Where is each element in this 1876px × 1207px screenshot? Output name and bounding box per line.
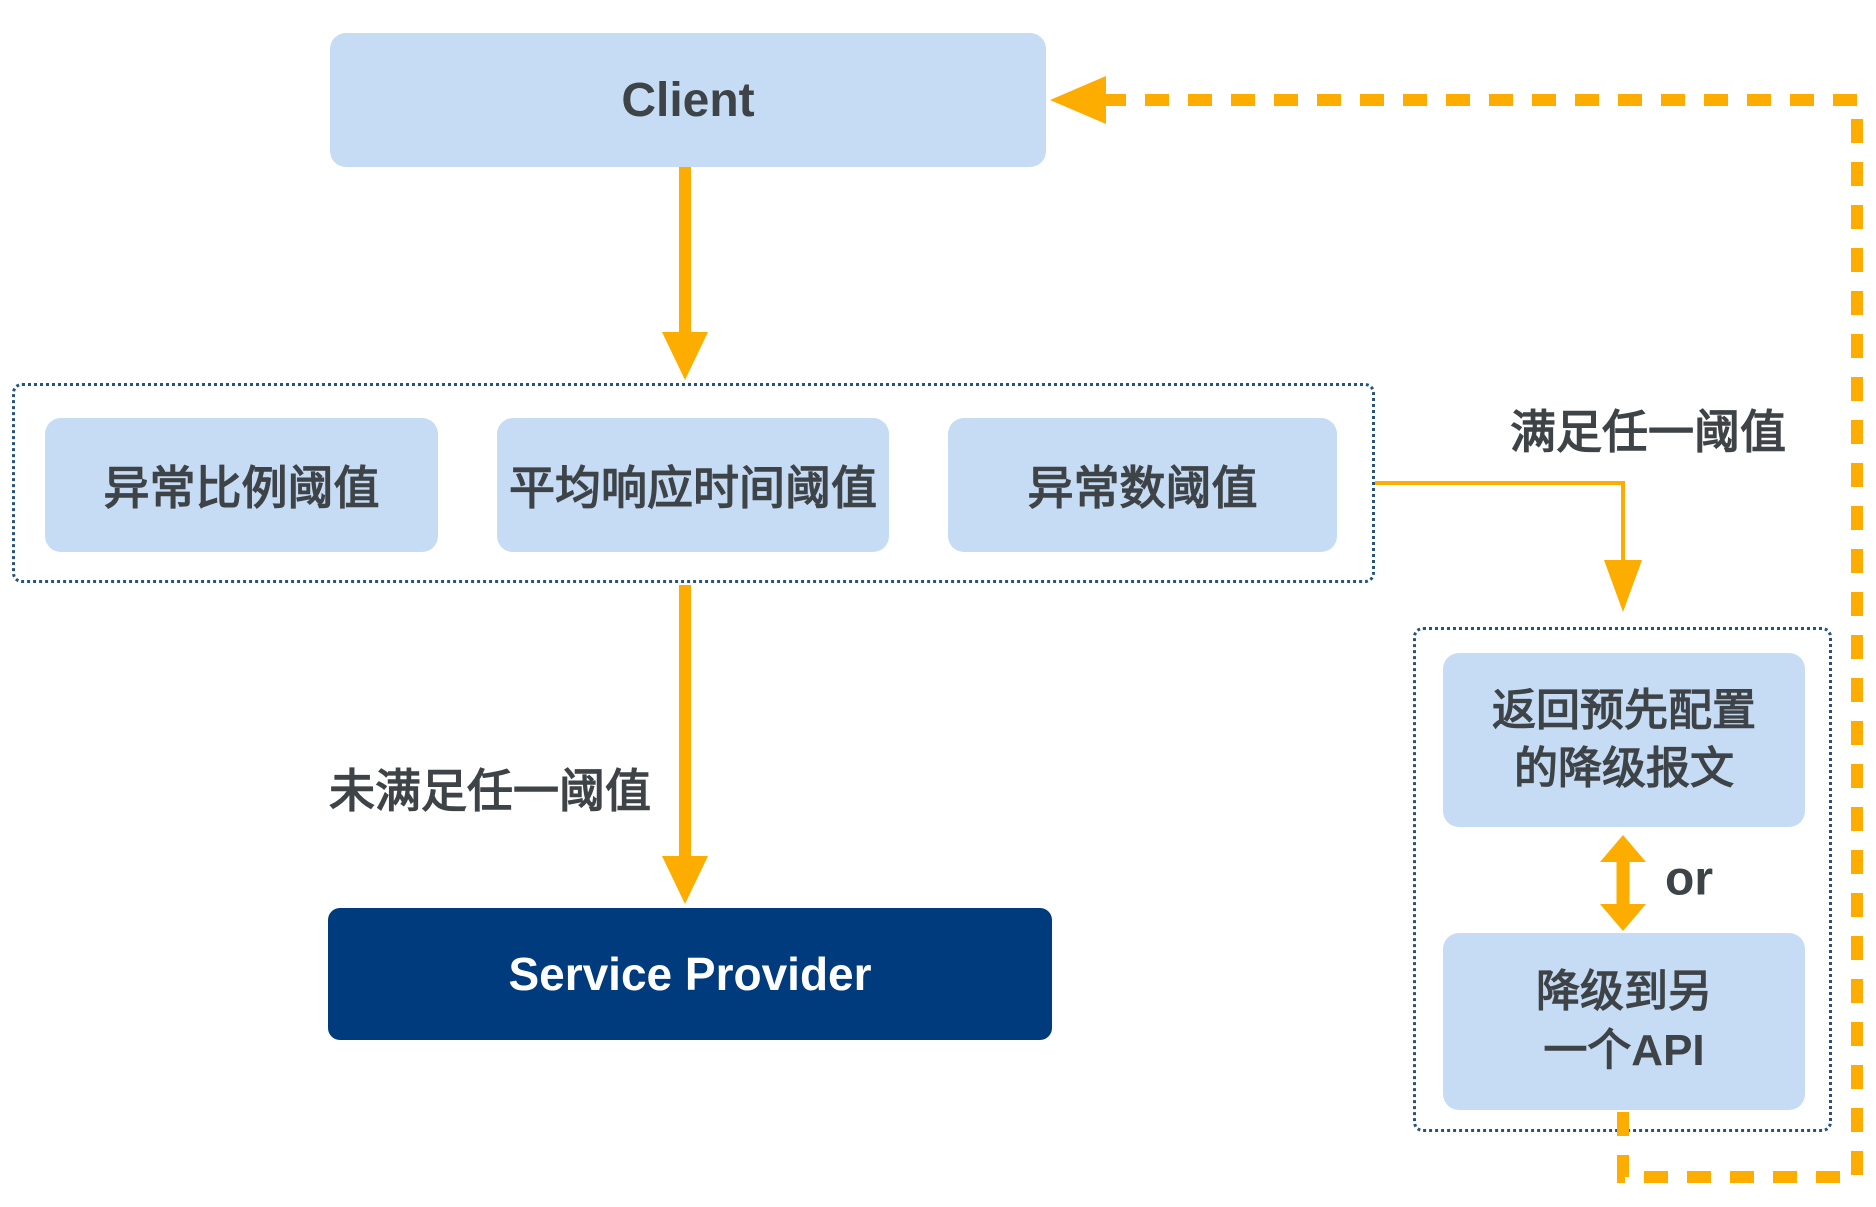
- arrow-thresholds-to-fallback: [1375, 481, 1642, 612]
- client-node: Client: [330, 33, 1046, 167]
- threshold-node-error-count: 异常数阈值: [948, 418, 1337, 552]
- fallback-node-degrade-to-other-api: 降级到另 一个API: [1443, 933, 1805, 1110]
- threshold-node-avg-response-time: 平均响应时间阈值: [497, 418, 889, 552]
- arrow-thresholds-to-service-provider: [662, 585, 708, 904]
- edge-label-not-meet-any-threshold: 未满足任一阈值: [329, 765, 651, 817]
- service-provider-node: Service Provider: [328, 908, 1052, 1040]
- edge-label-meet-any-threshold: 满足任一阈值: [1510, 406, 1786, 458]
- fallback-node-return-preconfigured-message: 返回预先配置 的降级报文: [1443, 653, 1805, 827]
- threshold-node-error-ratio: 异常比例阈值: [45, 418, 438, 552]
- edge-label-or: or: [1665, 852, 1713, 906]
- arrow-client-to-thresholds: [662, 167, 708, 380]
